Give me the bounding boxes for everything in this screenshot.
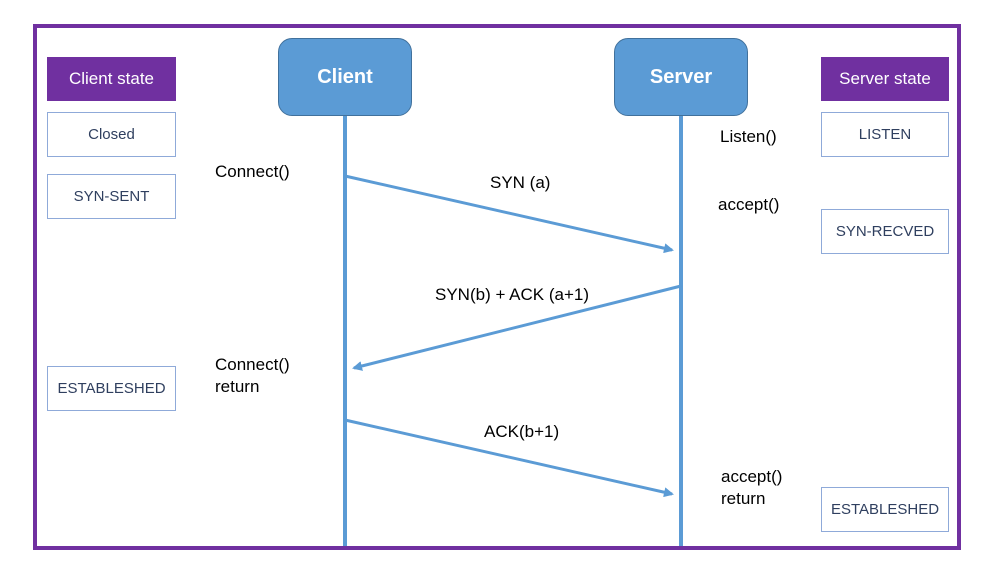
server-state-header: Server state (821, 57, 949, 101)
server-actor: Server (614, 38, 748, 116)
accept-return-label-2: return (721, 489, 766, 508)
connect-return-label-2: return (215, 377, 260, 396)
syn-message-label: SYN (a) (490, 173, 551, 192)
server-state-listen: LISTEN (821, 112, 949, 157)
syn-arrow (344, 174, 674, 254)
ack-message-label: ACK(b+1) (484, 422, 560, 441)
accept-return-label-1: accept() (721, 467, 783, 486)
syn-ack-message-label: SYN(b) + ACK (a+1) (435, 285, 590, 304)
server-state-established: ESTABLESHED (821, 487, 949, 532)
client-state-header: Client state (47, 57, 176, 101)
listen-call-label: Listen() (720, 127, 777, 146)
connect-call-label: Connect() (215, 162, 290, 181)
server-state-syn-recved: SYN-RECVED (821, 209, 949, 254)
client-state-syn-sent: SYN-SENT (47, 174, 176, 219)
client-state-established: ESTABLESHED (47, 366, 176, 411)
syn-ack-arrow (352, 284, 682, 371)
ack-arrow (344, 418, 674, 498)
diagram-frame (33, 24, 961, 550)
client-state-closed: Closed (47, 112, 176, 157)
accept-call-label: accept() (718, 195, 780, 214)
connect-return-label-1: Connect() (215, 355, 290, 374)
client-actor: Client (278, 38, 412, 116)
